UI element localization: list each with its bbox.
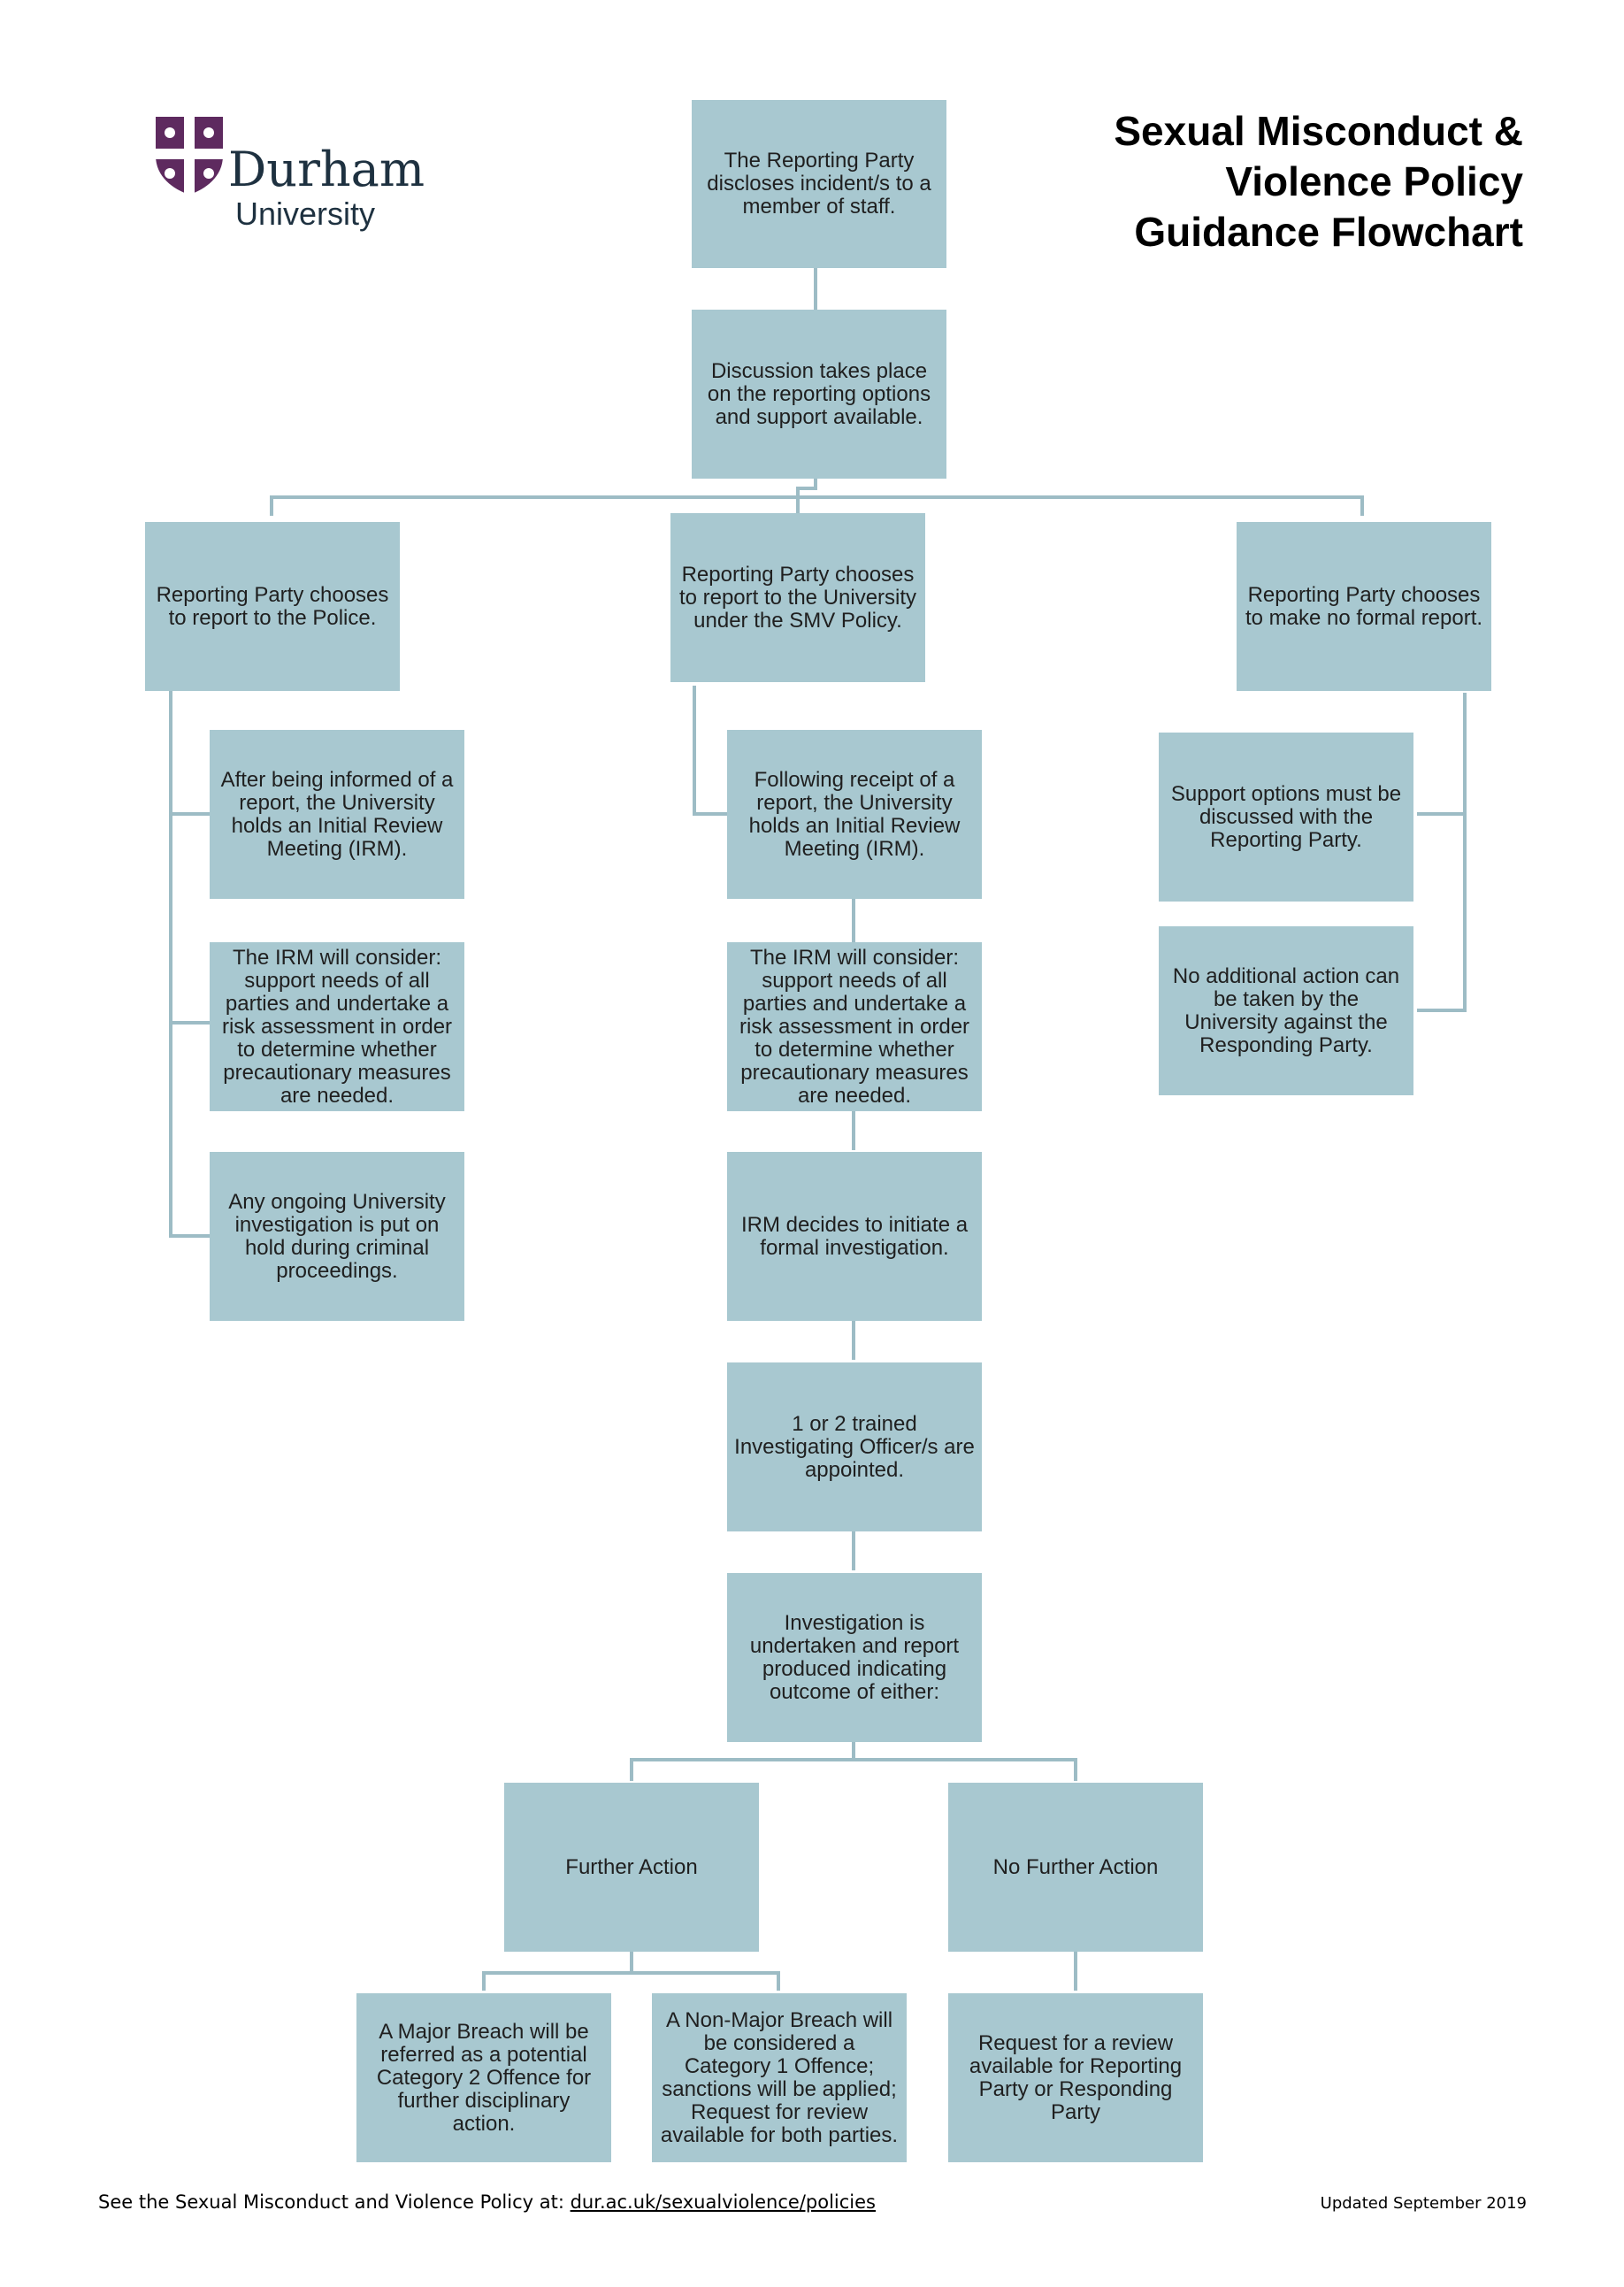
policy-link[interactable]: dur.ac.uk/sexualviolence/policies [570,2191,876,2213]
connector-outcome-split [630,1741,1077,1781]
node-disclose: The Reporting Party discloses incident/s… [692,100,946,268]
footer-policy-prefix: See the Sexual Misconduct and Violence P… [98,2191,571,2213]
node-further-action: Further Action [504,1783,759,1952]
connector-discussion-branches [270,478,1364,516]
connector-police-steps [169,690,210,1238]
logo-name: Durham [228,142,425,197]
durham-university-logo: Durham University [154,115,437,239]
node-university: Reporting Party chooses to report to the… [670,513,925,682]
title-line-1: Sexual Misconduct & [1114,108,1523,154]
node-support-options: Support options must be discussed with t… [1159,733,1413,902]
node-major-breach: A Major Breach will be referred as a pot… [356,1993,611,2162]
footer-policy-reference: See the Sexual Misconduct and Violence P… [98,2191,876,2213]
page-title: Sexual Misconduct & Violence Policy Guid… [1114,106,1523,257]
node-police-irm: After being informed of a report, the Un… [210,730,464,899]
node-review-request: Request for a review available for Repor… [948,1993,1203,2162]
node-uni-consider: The IRM will consider: support needs of … [727,942,982,1111]
node-non-major-breach: A Non-Major Breach will be considered a … [652,1993,907,2162]
node-officers: 1 or 2 trained Investigating Officer/s a… [727,1362,982,1531]
connector-further-split [482,1952,780,1991]
node-investigation: Investigation is undertaken and report p… [727,1573,982,1742]
node-no-additional-action: No additional action can be taken by the… [1159,926,1413,1095]
connector-uni-irm [693,686,727,816]
connector-no-report-steps [1417,693,1467,1012]
node-discussion: Discussion takes place on the reporting … [692,310,946,479]
node-formal-investigation: IRM decides to initiate a formal investi… [727,1152,982,1321]
node-police-consider: The IRM will consider: support needs of … [210,942,464,1111]
node-police-hold: Any ongoing University investigation is … [210,1152,464,1321]
node-uni-irm: Following receipt of a report, the Unive… [727,730,982,899]
logo-subtitle: University [235,196,376,232]
node-no-report: Reporting Party chooses to make no forma… [1237,522,1491,691]
title-line-2: Violence Policy [1225,158,1523,204]
title-line-3: Guidance Flowchart [1134,209,1523,255]
footer-updated: Updated September 2019 [1320,2194,1527,2213]
node-no-further-action: No Further Action [948,1783,1203,1952]
node-police: Reporting Party chooses to report to the… [145,522,400,691]
durham-crest-icon [156,117,223,195]
